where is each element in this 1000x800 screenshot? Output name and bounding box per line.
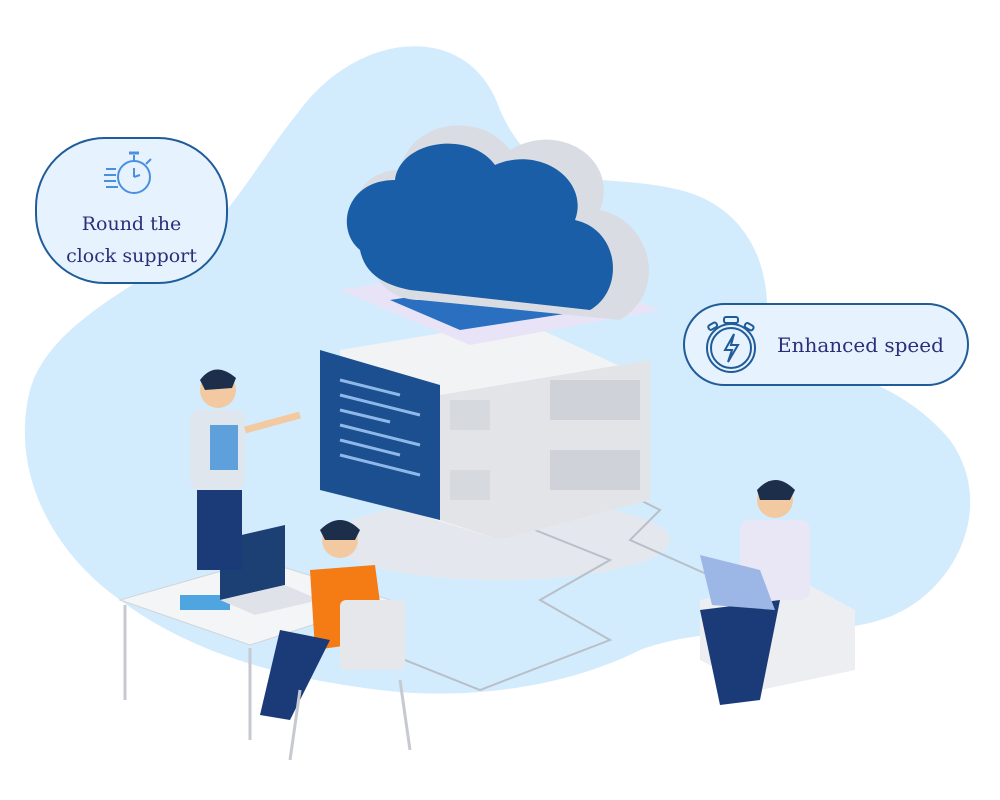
support-label-line2: clock support	[66, 245, 197, 267]
network-cable	[379, 519, 613, 692]
round-the-clock-support-badge: Round the clock support	[35, 137, 228, 284]
person-sitting-server	[700, 480, 855, 705]
stopwatch-lightning-icon	[706, 315, 756, 373]
enhanced-speed-badge: Enhanced speed	[683, 303, 969, 386]
speed-label: Enhanced speed	[777, 332, 944, 357]
person-sitting-desk	[260, 520, 412, 761]
person-standing	[190, 369, 301, 570]
stopwatch-fast-icon	[103, 151, 152, 194]
support-label-line1: Round the	[81, 213, 182, 235]
